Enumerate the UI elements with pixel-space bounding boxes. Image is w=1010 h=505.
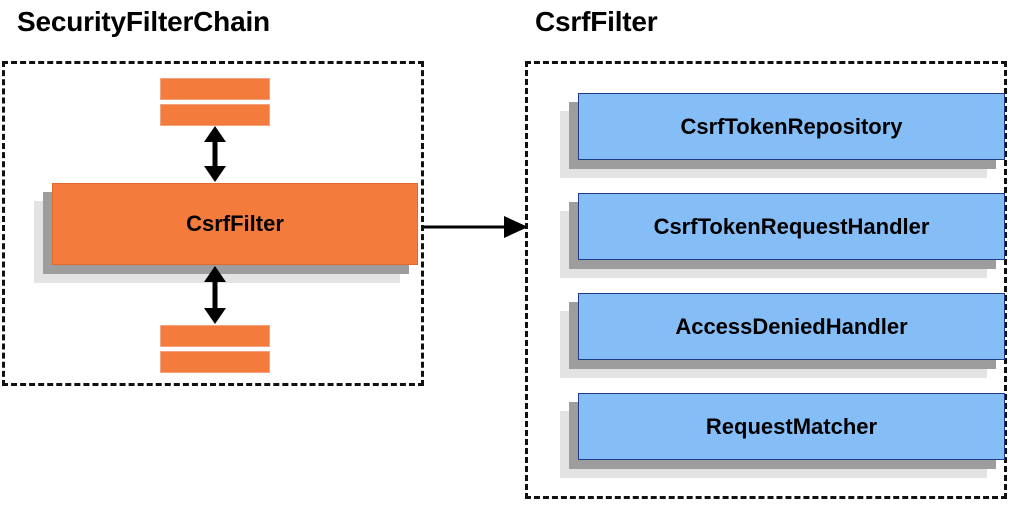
collaborator-face: AccessDeniedHandler — [578, 293, 1005, 360]
bottom-double-arrow — [204, 266, 226, 324]
collaborator-face: CsrfTokenRequestHandler — [578, 193, 1005, 260]
collaborator-label: RequestMatcher — [705, 413, 878, 439]
top-double-arrow — [204, 126, 226, 182]
group-box-security-filter-chain — [2, 61, 424, 386]
filter-slab-bottom-2 — [160, 351, 270, 373]
collaborator-1[interactable]: CsrfTokenRepository — [560, 93, 1005, 178]
component-label: CsrfFilter — [186, 211, 284, 236]
component-face: CsrfFilter — [52, 183, 418, 265]
collaborator-2[interactable]: CsrfTokenRequestHandler — [560, 193, 1005, 278]
collaborator-face: CsrfTokenRepository — [578, 93, 1005, 160]
collaborator-face: RequestMatcher — [578, 393, 1005, 460]
group-box-csrf-filter — [525, 61, 1007, 499]
chain-to-filter-arrow — [424, 216, 528, 238]
filter-slab-top-1 — [160, 78, 270, 100]
panel-title-security-filter-chain: SecurityFilterChain — [17, 6, 270, 37]
filter-slab-bottom-1 — [160, 325, 270, 347]
filter-slab-top-2 — [160, 104, 270, 126]
collaborator-4[interactable]: RequestMatcher — [560, 393, 1005, 478]
collaborator-label: CsrfTokenRequestHandler — [653, 213, 930, 239]
collaborator-label: AccessDeniedHandler — [675, 313, 908, 339]
collaborator-label: CsrfTokenRepository — [680, 113, 903, 139]
collaborator-3[interactable]: AccessDeniedHandler — [560, 293, 1005, 378]
panel-title-csrf-filter: CsrfFilter — [535, 6, 658, 37]
